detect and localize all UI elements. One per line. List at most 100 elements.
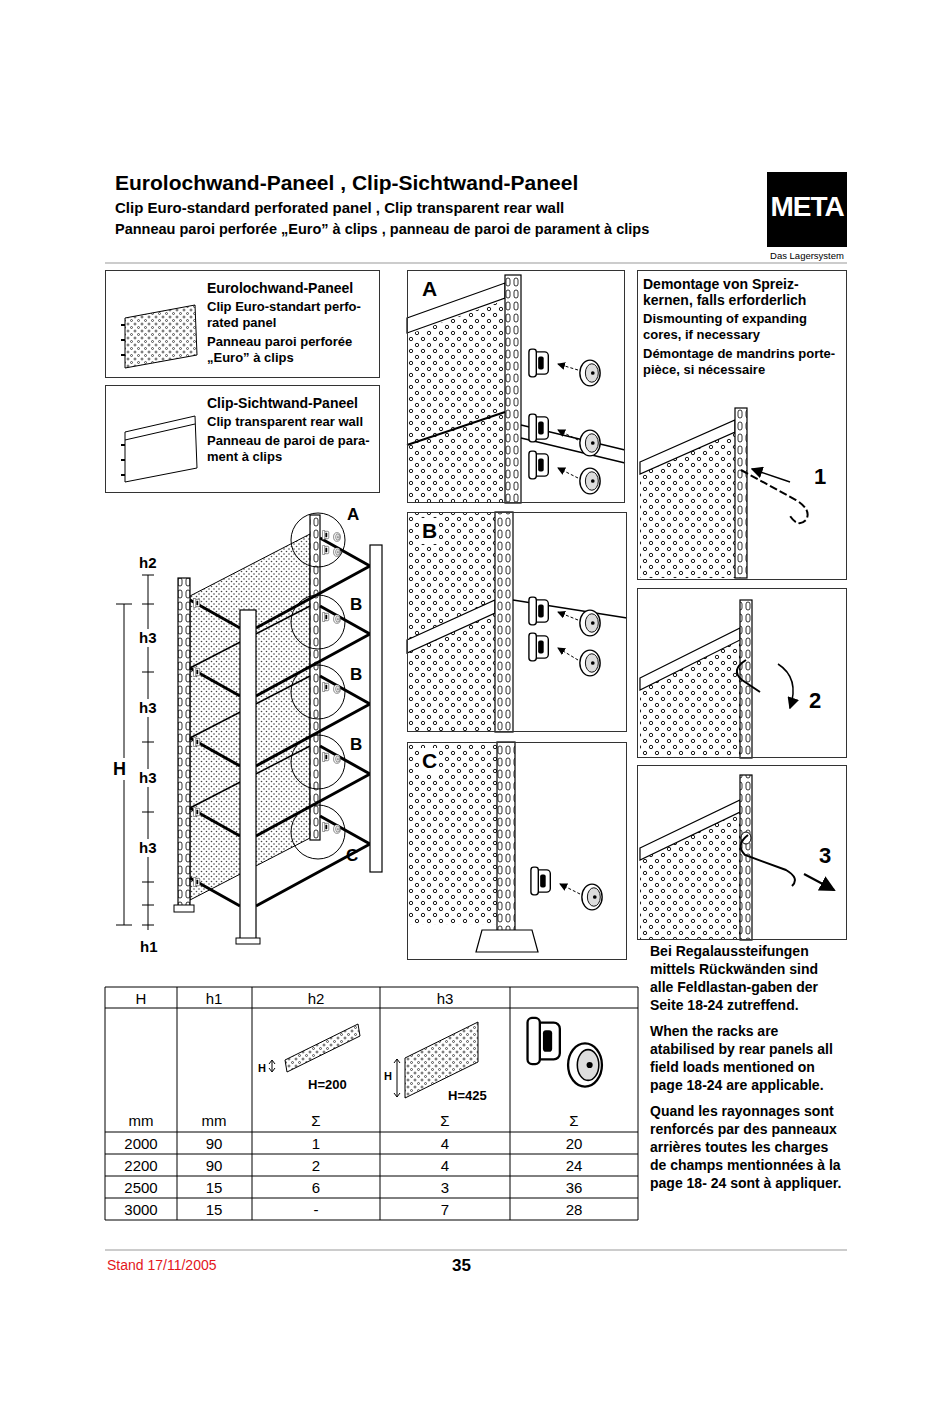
callout-letter: A (347, 504, 359, 525)
box-heading: META (767, 190, 847, 224)
separator-lines (105, 263, 847, 1250)
rack-illustration (334, 825, 341, 834)
table-cell: 2500 (91, 1179, 191, 1197)
box-text-group: Clip-Sichtwand-PaneelClip transparent re… (207, 395, 377, 465)
rack-illustration (193, 667, 199, 676)
box-heading: Clip-Sichtwand-Paneel (207, 395, 377, 411)
detail-b (495, 512, 513, 732)
detail-a (558, 468, 578, 478)
dismount-step-box: Demontage von Spreiz- kernen, falls erfo… (637, 270, 847, 580)
callout-letter: C (346, 845, 358, 866)
box-text: Clip Euro-standart perfo- rated panel (207, 299, 377, 331)
rack-illustration (334, 755, 341, 764)
detail-b (558, 612, 578, 620)
box-text: Das Lagersystem (763, 250, 851, 262)
table-icons (269, 1018, 602, 1098)
subtitle: Clip Euro-standard perforated panel , Cl… (115, 199, 564, 217)
dismount-step-box: 2 (637, 588, 847, 758)
table-cell: h3 (395, 990, 495, 1008)
note-text: Bei Regalaussteifungen mittels Rückwände… (650, 942, 845, 1014)
rack-illustration (334, 548, 341, 557)
table-cell: 4 (395, 1135, 495, 1153)
dimension-label: h3 (137, 839, 159, 857)
table-cell: 15 (164, 1179, 264, 1197)
detail-a (407, 412, 505, 445)
table-icons (394, 1059, 400, 1097)
table-cell: 2 (266, 1157, 366, 1175)
detail-c (531, 867, 550, 895)
table-cell: 7 (395, 1201, 495, 1219)
detail-a (580, 360, 600, 386)
rack-illustration (236, 938, 260, 944)
rack-illustration (322, 545, 328, 554)
note-text: When the racks are atabilised by rear pa… (650, 1022, 845, 1094)
dimension-lines (116, 925, 132, 926)
dismount-steps (640, 420, 735, 474)
table-cell: Σ (395, 1112, 495, 1130)
dismount-steps (737, 660, 760, 692)
table-cell: 4 (395, 1157, 495, 1175)
detail-c (407, 742, 497, 925)
table-cell: Σ (266, 1112, 366, 1130)
detail-a (529, 414, 548, 442)
panel-icons (121, 325, 125, 355)
table-cell: mm (91, 1112, 191, 1130)
box-text: Clip transparent rear wall (207, 414, 377, 430)
box-heading: 2 (809, 687, 821, 714)
panel-icons (125, 305, 197, 368)
data-table (105, 987, 638, 1220)
rack-illustration (334, 533, 341, 542)
rack-illustration (240, 610, 256, 940)
detail-box: B (407, 512, 627, 732)
dismount-steps (640, 800, 740, 860)
table-icons (269, 1060, 275, 1072)
dismount-steps (741, 470, 808, 523)
brand-logo: METADas Lagersystem (767, 172, 847, 247)
box-text: Panneau de paroi de para- ment à clips (207, 433, 377, 465)
detail-a (529, 349, 548, 377)
dismount-step-box: 3 (637, 765, 847, 940)
detail-b (558, 648, 578, 660)
dimension-label: h2 (137, 554, 159, 572)
detail-c (560, 884, 580, 894)
table-cell: - (266, 1201, 366, 1219)
page-title: Eurolochwand-Paneel , Clip-Sichtwand-Pan… (115, 170, 578, 196)
detail-b (407, 600, 495, 653)
rack-illustration (193, 598, 199, 607)
table-cell: H (258, 1062, 266, 1075)
box-heading: 3 (819, 842, 831, 869)
detail-a (529, 451, 548, 479)
panel-icons (121, 445, 125, 475)
detail-a (407, 275, 625, 503)
box-text: 1 (814, 463, 826, 490)
table-icons (568, 1043, 602, 1086)
panel-icons (121, 305, 197, 482)
rack-illustration (193, 737, 199, 746)
rack-illustration (291, 595, 345, 649)
box-heading: A (420, 276, 439, 302)
rack-illustration (334, 615, 341, 624)
table-cell: 6 (266, 1179, 366, 1197)
detail-b (407, 512, 495, 732)
box-heading: Eurolochwand-Paneel (207, 280, 377, 296)
rack-illustration (370, 545, 382, 872)
table-cell: 1 (266, 1135, 366, 1153)
detail-b (529, 597, 548, 625)
detail-b (407, 512, 627, 732)
table-cell: Σ (524, 1112, 624, 1130)
dismount-steps (741, 835, 795, 886)
detail-a (558, 430, 578, 440)
box-text: Démontage de mandrins porte- pièce, si n… (643, 346, 843, 378)
dismount-steps (640, 432, 735, 578)
rack-illustration (190, 816, 370, 906)
dimension-label: H (111, 758, 128, 780)
table-icons (285, 1024, 360, 1072)
dismount-steps (735, 408, 747, 578)
detail-c (582, 884, 602, 910)
dismount-steps (752, 469, 790, 482)
rack-illustration (291, 513, 345, 567)
detail-b (580, 610, 600, 636)
dismount-steps (640, 628, 740, 690)
table-cell: 28 (524, 1201, 624, 1219)
table-cell: 3 (395, 1179, 495, 1197)
